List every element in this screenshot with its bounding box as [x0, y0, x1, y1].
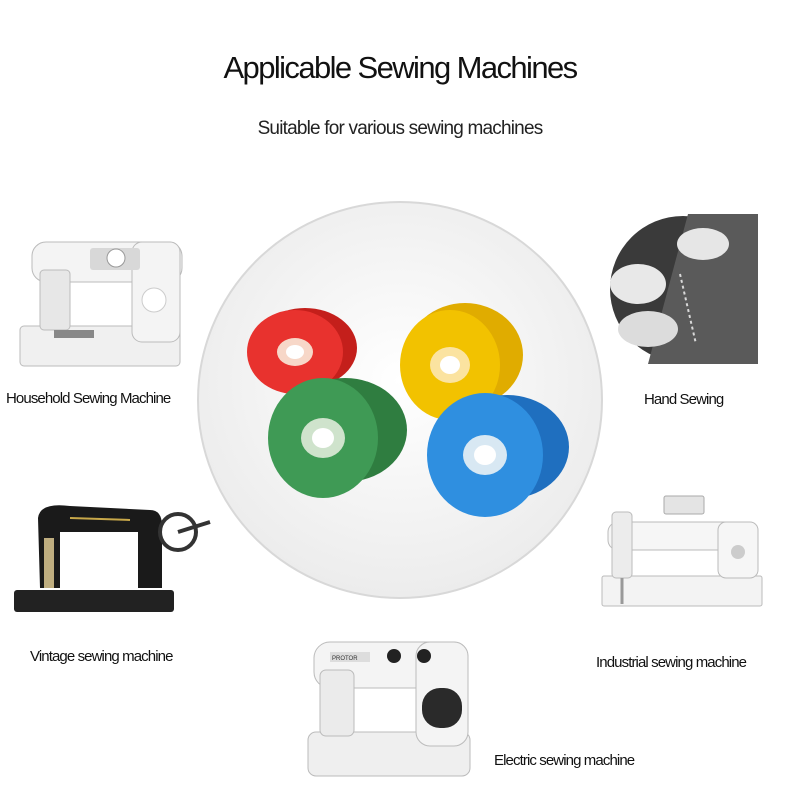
- industrial-sewing-machine-label: Industrial sewing machine: [596, 654, 747, 671]
- household-sewing-machine-label: Household Sewing Machine: [6, 390, 171, 407]
- vintage-sewing-machine-label: Vintage sewing machine: [30, 648, 173, 665]
- yellow-bobbin: [400, 303, 523, 420]
- electric-machine-brand: PROTOR: [332, 656, 358, 662]
- page-title: Applicable Sewing Machines: [223, 50, 578, 85]
- vintage-sewing-machine-image: [10, 498, 220, 623]
- page-subtitle: Suitable for various sewing machines: [257, 118, 544, 139]
- green-bobbin: [268, 378, 407, 498]
- industrial-sewing-machine-image: [598, 492, 768, 622]
- electric-sewing-machine-image: PROTOR: [304, 634, 474, 782]
- bobbins-circle-image: [195, 200, 605, 600]
- hand-sewing-image: [608, 214, 758, 364]
- blue-bobbin: [427, 393, 569, 517]
- electric-sewing-machine-label: Electric sewing machine: [494, 752, 635, 769]
- hand-sewing-label: Hand Sewing: [644, 391, 724, 408]
- household-sewing-machine-image: [14, 230, 189, 375]
- red-bobbin: [247, 308, 357, 394]
